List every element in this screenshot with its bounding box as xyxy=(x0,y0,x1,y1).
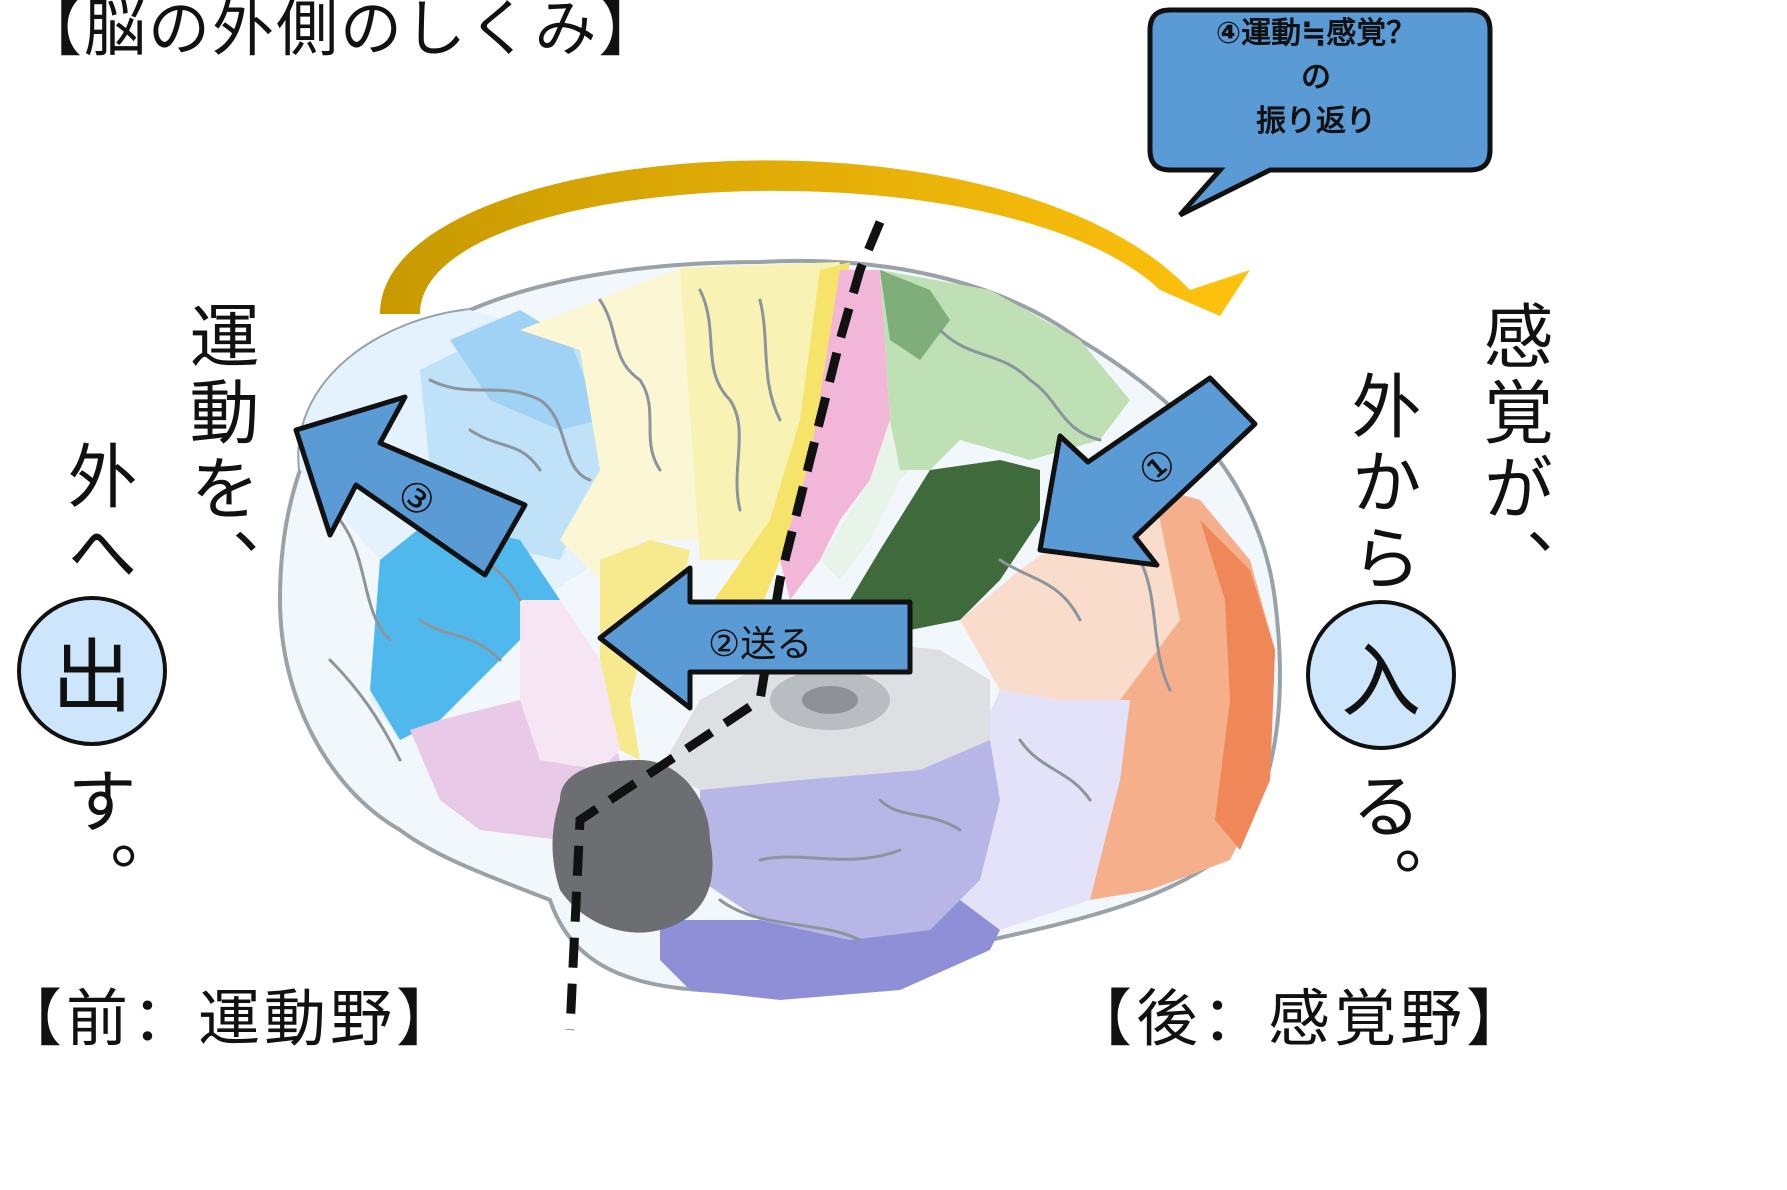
page-title: 【脳の外側のしくみ】 xyxy=(20,0,663,65)
send-arrow xyxy=(597,565,913,711)
right-circle-in: 入 xyxy=(1306,600,1456,750)
parietal-green-top-region xyxy=(880,270,950,360)
angular-dark-green-region xyxy=(850,460,1040,640)
bottom-left-label: 【前：運動野】 xyxy=(0,982,463,1055)
premotor-pale-yellow-region xyxy=(520,268,700,580)
premotor-yellow-region xyxy=(680,262,840,560)
brain-diagram: 【脳の外側のしくみ】 ④運動≒感覚？ の 振り返り ① ②送る ③ 運動を、 外… xyxy=(0,0,1554,1055)
bubble-text: ④運動≒感覚？ の 振り返り xyxy=(1150,12,1482,144)
parietal-peach-region xyxy=(960,520,1180,700)
bottom-right-label: 【後：感覚野】 xyxy=(1070,982,1533,1055)
central-sulcus-dashed-line xyxy=(565,220,885,1031)
bubble-line-1: ④運動≒感覚？ xyxy=(1215,16,1417,51)
frontal-deep-blue-region xyxy=(370,520,560,740)
left-text-col2-top: 外へ xyxy=(56,440,138,592)
feedback-arc-arrow xyxy=(380,160,1250,316)
right-text-col1: 感覚が、 xyxy=(1472,300,1554,604)
brain-illustration xyxy=(277,7,1493,1031)
sensory-input-arrow xyxy=(1037,375,1258,568)
reflection-speech-bubble xyxy=(1147,7,1493,218)
sensory-strip-region xyxy=(780,270,890,600)
bubble-line-2: の xyxy=(1301,60,1331,95)
left-text-col2-bottom: す。 xyxy=(56,765,138,917)
occipital-deep-orange-region xyxy=(1200,520,1275,850)
temporal-mid-purple-region xyxy=(700,740,1000,940)
right-text-col2-bottom: る。 xyxy=(1340,770,1422,922)
left-text-col1: 運動を、 xyxy=(178,300,260,604)
temporal-deep-purple-region xyxy=(660,900,1000,1000)
temporal-pole-gray-region xyxy=(552,760,713,933)
left-circle-out: 出 xyxy=(17,596,167,746)
inferior-frontal-pale-pink-region xyxy=(520,600,620,770)
motor-strip-region xyxy=(700,262,850,640)
insula-core-spot xyxy=(802,686,858,714)
right-text-col2-top: 外から xyxy=(1340,370,1422,598)
bubble-line-3: 振り返り xyxy=(1256,104,1376,139)
motor-output-arrow xyxy=(293,394,528,578)
temporal-lavender-region xyxy=(950,690,1130,930)
arrow-2-label: ②送る xyxy=(708,624,813,665)
